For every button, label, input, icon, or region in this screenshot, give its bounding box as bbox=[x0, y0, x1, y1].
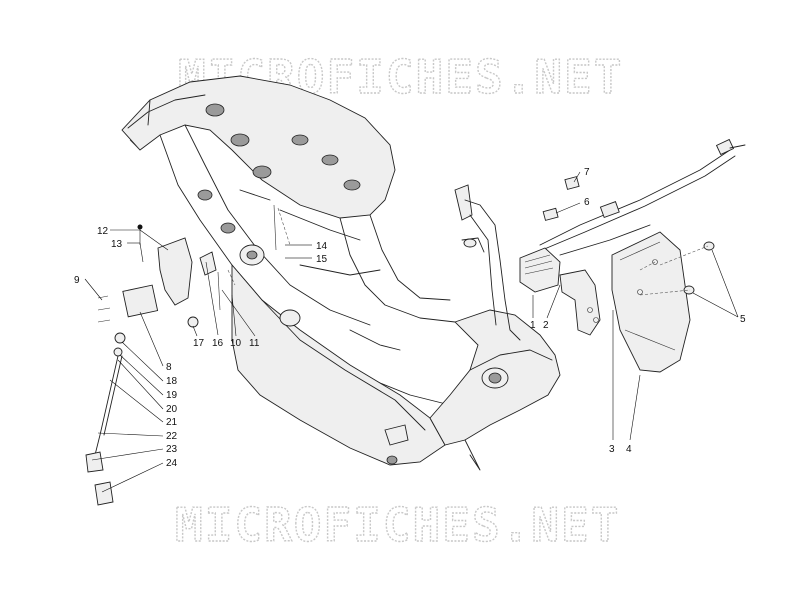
watermark-bottom: MICROFICHES.NET bbox=[175, 498, 620, 552]
callout-7: 7 bbox=[584, 167, 590, 178]
leader-lines bbox=[84, 171, 739, 493]
grommet-5a bbox=[703, 241, 715, 251]
callout-5: 5 bbox=[740, 314, 746, 325]
callout-14: 14 bbox=[316, 241, 328, 252]
callout-3: 3 bbox=[609, 444, 615, 455]
relay-7 bbox=[564, 176, 580, 190]
callout-6: 6 bbox=[584, 197, 590, 208]
relay-6 bbox=[542, 207, 559, 221]
mounting-bracket bbox=[559, 269, 601, 336]
cable-harness bbox=[454, 138, 746, 341]
callout-10: 10 bbox=[230, 338, 242, 349]
callout-11: 11 bbox=[249, 338, 260, 349]
grommet-5b bbox=[683, 285, 695, 295]
callout-12: 12 bbox=[97, 226, 109, 237]
callout-24: 24 bbox=[166, 458, 178, 469]
callout-4: 4 bbox=[626, 444, 632, 455]
callout-23: 23 bbox=[166, 444, 178, 455]
callout-19: 19 bbox=[166, 390, 178, 401]
callout-18: 18 bbox=[166, 376, 178, 387]
scooter-frame bbox=[121, 75, 561, 471]
voltage-regulator bbox=[519, 247, 561, 293]
callout-17: 17 bbox=[193, 338, 205, 349]
callout-8: 8 bbox=[166, 362, 172, 373]
callout-21: 21 bbox=[166, 417, 178, 428]
callout-13: 13 bbox=[111, 239, 123, 250]
callout-2: 2 bbox=[543, 320, 549, 331]
callout-20: 20 bbox=[166, 404, 178, 415]
callout-labels: 1 2 3 4 5 6 7 8 9 10 11 12 13 14 15 16 1… bbox=[74, 167, 746, 469]
callout-15: 15 bbox=[316, 254, 328, 265]
callout-1: 1 bbox=[530, 320, 536, 331]
callout-9: 9 bbox=[74, 275, 80, 286]
callout-22: 22 bbox=[166, 431, 178, 442]
assembly-dot bbox=[137, 224, 143, 230]
license-plate-holder bbox=[611, 231, 691, 373]
callout-16: 16 bbox=[212, 338, 224, 349]
left-parts bbox=[85, 204, 277, 506]
